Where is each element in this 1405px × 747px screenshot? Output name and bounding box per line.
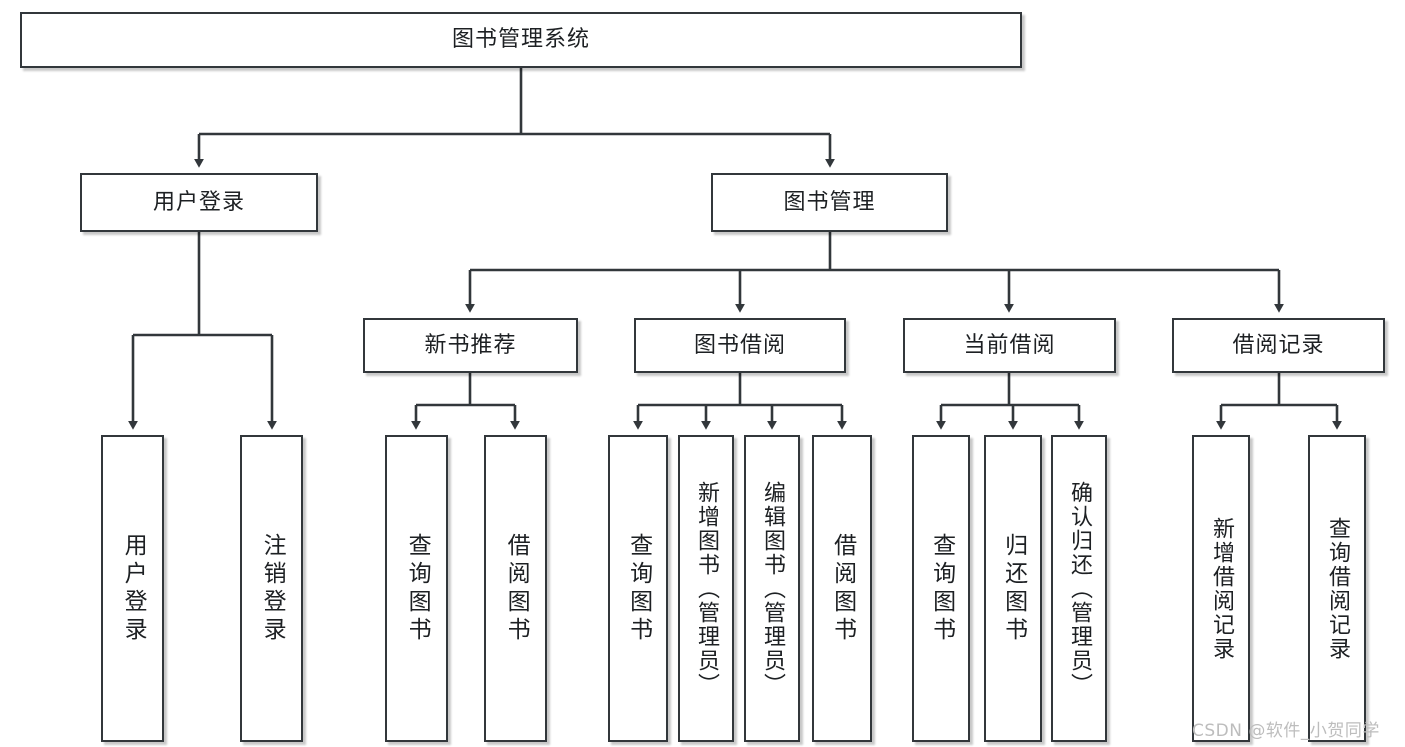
node-root-system[interactable]: 图书管理系统 bbox=[20, 12, 1022, 68]
node-label: 用户登录 bbox=[120, 532, 147, 645]
node-label: 编辑图书（管理员） bbox=[759, 480, 785, 697]
node-label: 归还图书 bbox=[1000, 532, 1027, 645]
leaf-logout[interactable]: 注销登录 bbox=[240, 435, 303, 742]
node-user-login[interactable]: 用户登录 bbox=[80, 173, 318, 232]
node-label: 查询图书 bbox=[625, 532, 652, 645]
node-label: 当前借阅 bbox=[963, 332, 1056, 358]
leaf-add-book-admin[interactable]: 新增图书（管理员） bbox=[678, 435, 734, 742]
node-borrow-record[interactable]: 借阅记录 bbox=[1172, 318, 1385, 373]
leaf-return-book[interactable]: 归还图书 bbox=[984, 435, 1042, 742]
node-new-book-recommend[interactable]: 新书推荐 bbox=[363, 318, 578, 373]
node-label: 查询图书 bbox=[928, 532, 955, 645]
leaf-query-book-recommend[interactable]: 查询图书 bbox=[385, 435, 448, 742]
node-current-borrow[interactable]: 当前借阅 bbox=[903, 318, 1116, 373]
leaf-query-borrow-record[interactable]: 查询借阅记录 bbox=[1308, 435, 1366, 742]
leaf-borrow-book-recommend[interactable]: 借阅图书 bbox=[484, 435, 547, 742]
leaf-query-book-current[interactable]: 查询图书 bbox=[912, 435, 970, 742]
node-label: 新书推荐 bbox=[424, 332, 517, 358]
node-label: 确认归还（管理员） bbox=[1066, 480, 1092, 697]
node-label: 借阅图书 bbox=[829, 532, 856, 645]
node-label: 图书管理 bbox=[783, 189, 876, 215]
leaf-user-login[interactable]: 用户登录 bbox=[101, 435, 164, 742]
node-label: 用户登录 bbox=[152, 189, 245, 215]
leaf-confirm-return-admin[interactable]: 确认归还（管理员） bbox=[1051, 435, 1107, 742]
node-book-borrow[interactable]: 图书借阅 bbox=[634, 318, 846, 373]
node-label: 查询借阅记录 bbox=[1324, 516, 1350, 661]
leaf-edit-book-admin[interactable]: 编辑图书（管理员） bbox=[744, 435, 800, 742]
node-label: 新增图书（管理员） bbox=[693, 480, 719, 697]
csdn-watermark: CSDN @软件_小贺同学 bbox=[1192, 721, 1380, 741]
leaf-add-borrow-record[interactable]: 新增借阅记录 bbox=[1192, 435, 1250, 742]
node-label: 图书借阅 bbox=[693, 332, 786, 358]
node-label: 新增借阅记录 bbox=[1208, 516, 1234, 661]
node-label: 注销登录 bbox=[259, 532, 286, 645]
node-label: 借阅图书 bbox=[503, 532, 530, 645]
leaf-query-book-borrow[interactable]: 查询图书 bbox=[608, 435, 668, 742]
node-label: 图书管理系统 bbox=[451, 27, 590, 53]
node-book-management[interactable]: 图书管理 bbox=[711, 173, 948, 232]
node-label: 查询图书 bbox=[404, 532, 431, 645]
node-label: 借阅记录 bbox=[1232, 332, 1325, 358]
leaf-borrow-book[interactable]: 借阅图书 bbox=[812, 435, 872, 742]
